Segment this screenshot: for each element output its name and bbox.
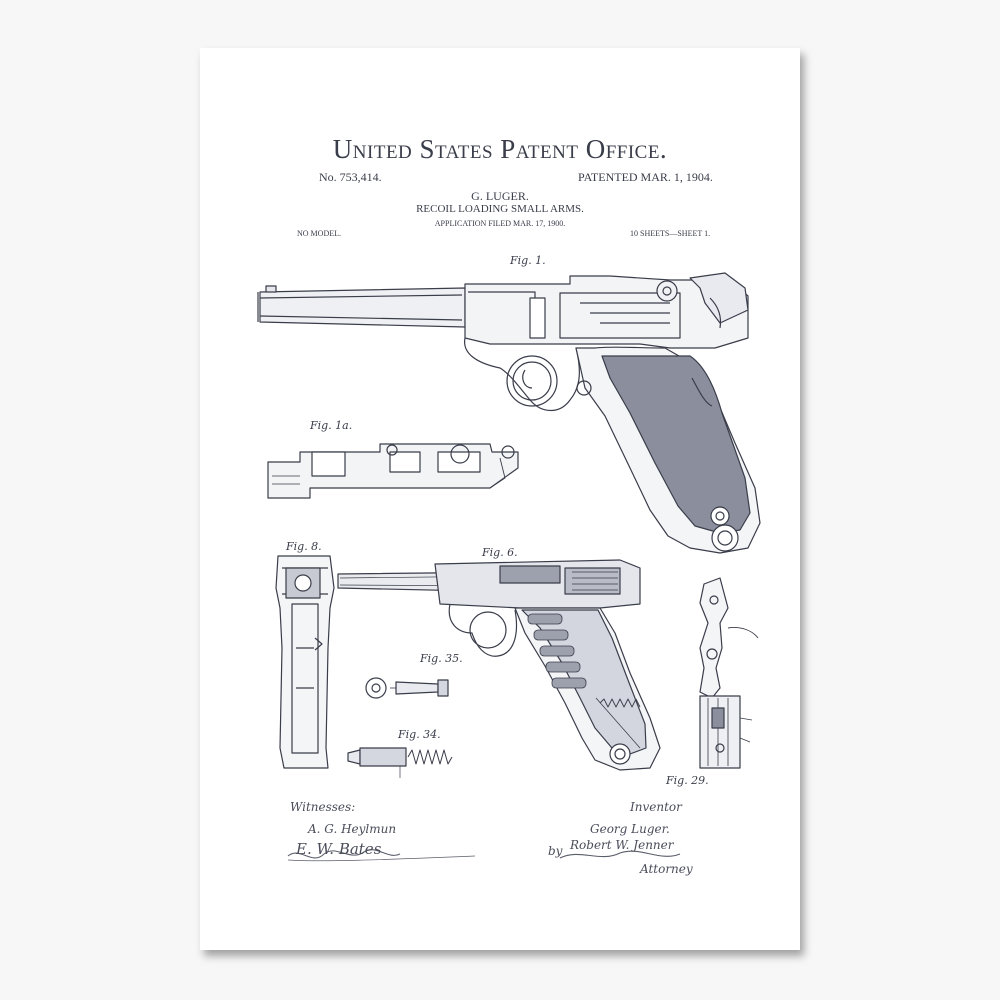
patented-date: PATENTED MAR. 1, 1904. (578, 170, 713, 184)
sheets-note: 10 SHEETS—SHEET 1. (630, 229, 711, 238)
model-note: NO MODEL. (297, 229, 341, 238)
inventor-label: Inventor (630, 800, 682, 814)
fig34-drawing (347, 747, 453, 778)
fig6-pistol-drawing (337, 559, 661, 771)
fig35-label: Fig. 35. (419, 652, 463, 665)
witnesses-label: Witnesses: (290, 800, 356, 814)
fig1-label: Fig. 1. (509, 254, 546, 267)
inventor-name-header: G. LUGER. (471, 189, 529, 203)
witness-1-signature: A. G. Heylmun (308, 822, 397, 836)
patent-number: No. 753,414. (319, 170, 382, 184)
attorney-label: Attorney (640, 862, 693, 876)
fig29-label: Fig. 29. (665, 774, 709, 787)
patent-drawings: Fig. 1. Fig. 1a. Fig. 8. Fig. 6. Fig. 35… (257, 254, 761, 862)
witness-2-signature: E. W. Bates (296, 840, 382, 858)
signature-strokes (287, 849, 681, 862)
fig34-label: Fig. 34. (397, 728, 441, 741)
fig8-label: Fig. 8. (285, 540, 322, 553)
patent-office-title: United States Patent Office. (332, 134, 668, 164)
fig29-drawing (699, 577, 759, 769)
fig1a-label: Fig. 1a. (309, 419, 352, 432)
fig1-pistol-drawing (257, 272, 761, 554)
fig8-drawing (275, 555, 335, 769)
fig6-label: Fig. 6. (481, 546, 518, 559)
attorney-prefix: by (548, 844, 563, 858)
fig35-drawing (365, 677, 449, 699)
attorney-signature: Robert W. Jenner (570, 838, 674, 852)
invention-title: RECOIL LOADING SMALL ARMS. (416, 203, 584, 215)
inventor-signature: Georg Luger. (590, 822, 670, 836)
fig1a-drawing (267, 443, 519, 499)
patent-sheet: United States Patent Office. No. 753,414… (200, 48, 800, 950)
application-date: APPLICATION FILED MAR. 17, 1900. (434, 219, 566, 228)
